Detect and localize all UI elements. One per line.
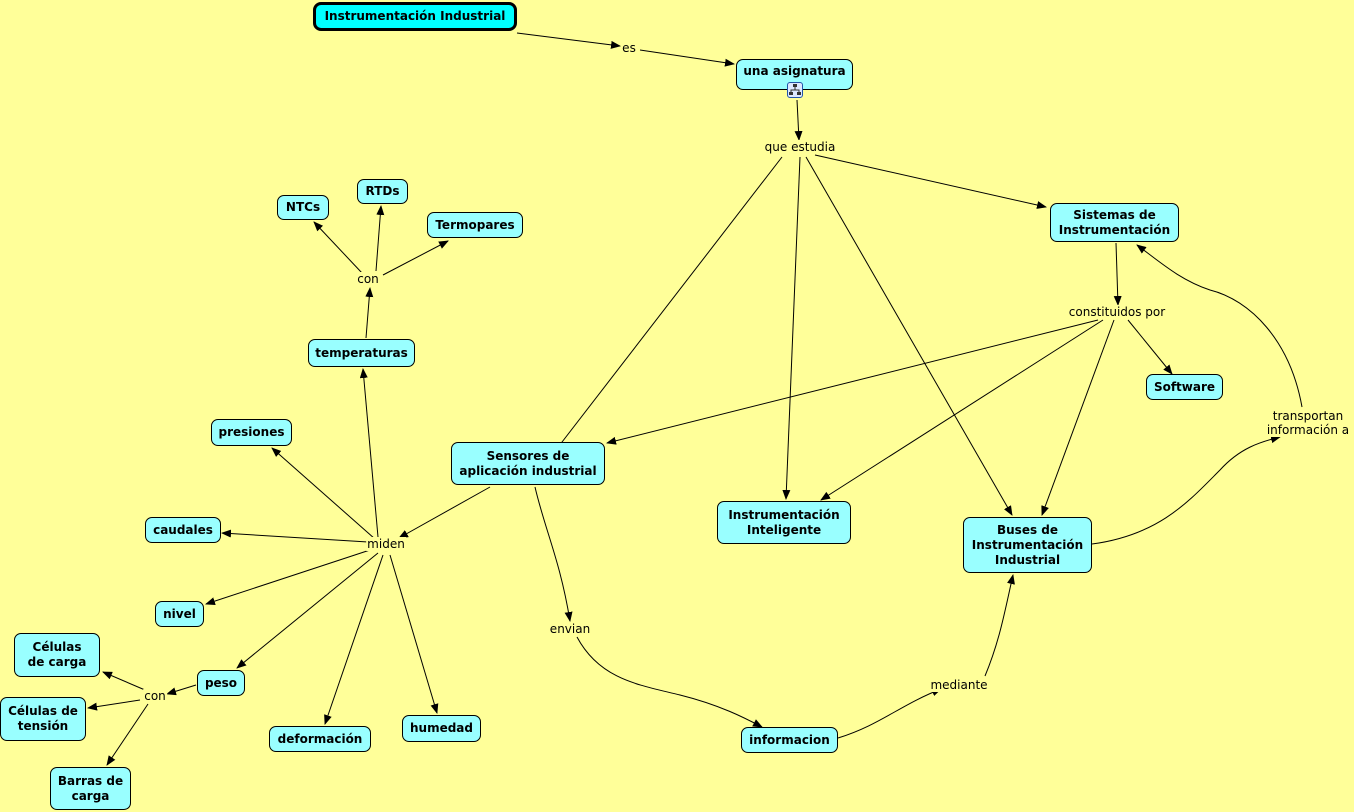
connection-line (516, 32, 621, 49)
connection-line (102, 671, 146, 691)
connection-line (365, 287, 374, 339)
connection-line (1127, 319, 1173, 375)
link-es[interactable]: es (621, 41, 637, 55)
concept-informacion[interactable]: informacion (741, 727, 838, 753)
concept-rtds[interactable]: RTDs (357, 179, 408, 204)
concept-software[interactable]: Software (1146, 374, 1223, 400)
concept-buses[interactable]: Buses de Instrumentación Industrial (963, 517, 1092, 573)
connection-line (389, 554, 439, 714)
connection-line (837, 688, 942, 739)
connection-line (205, 549, 371, 605)
connection-line (313, 221, 363, 274)
concept-peso[interactable]: peso (197, 670, 245, 696)
connection-line (236, 552, 379, 669)
connection-line (87, 699, 141, 711)
concept-sensores[interactable]: Sensores de aplicación industrial (451, 442, 605, 485)
concept-celulas-tension[interactable]: Células de tensión (0, 697, 86, 741)
concept-caudales[interactable]: caudales (145, 517, 221, 543)
connection-line (324, 554, 384, 725)
connection-line (1136, 244, 1303, 408)
link-transportan[interactable]: transportan información a (1265, 409, 1351, 437)
connection-line (551, 156, 783, 456)
concept-humedad[interactable]: humedad (402, 715, 481, 742)
link-envian[interactable]: envian (548, 622, 592, 636)
connection-line (382, 240, 449, 276)
concept-presiones[interactable]: presiones (211, 419, 292, 446)
link-con-temperaturas[interactable]: con (356, 272, 380, 286)
connection-line (606, 319, 1099, 445)
concept-barras-carga[interactable]: Barras de carga (50, 767, 131, 810)
connection-line (1091, 435, 1281, 545)
connection-line (805, 156, 1013, 516)
link-con-peso[interactable]: con (143, 689, 167, 703)
concept-instrumentacion-inteligente[interactable]: Instrumentación Inteligente (717, 501, 851, 544)
connection-line (166, 684, 197, 696)
link-que-estudia[interactable]: que estudia (763, 140, 837, 154)
concept-sistemas-instrumentacion[interactable]: Sistemas de Instrumentación (1050, 203, 1179, 242)
connection-line (534, 486, 573, 622)
connection-line (794, 99, 803, 141)
concept-deformacion[interactable]: deformación (269, 726, 371, 752)
concept-map-link-icon[interactable] (787, 82, 803, 98)
connection-line (639, 49, 735, 67)
concept-termopares[interactable]: Termopares (427, 212, 523, 238)
connection-line (106, 703, 149, 766)
connection-line (820, 319, 1104, 501)
connection-line (398, 486, 491, 539)
link-miden[interactable]: miden (366, 537, 406, 551)
connection-line (375, 205, 385, 272)
connection-line (814, 154, 1047, 209)
connection-line (271, 447, 376, 540)
concept-celulas-carga[interactable]: Células de carga (14, 633, 100, 677)
concept-nivel[interactable]: nivel (155, 601, 204, 627)
connection-line (782, 156, 801, 500)
concept-ntcs[interactable]: NTCs (277, 195, 329, 220)
link-mediante[interactable]: mediante (929, 678, 989, 692)
connection-line (1113, 242, 1122, 306)
link-constituidos-por[interactable]: constituidos por (1067, 305, 1167, 319)
concept-temperaturas[interactable]: temperaturas (308, 339, 415, 367)
connection-line (359, 368, 379, 538)
connection-line (221, 529, 369, 543)
connection-line (576, 636, 763, 728)
concept-instrumentacion-industrial[interactable]: Instrumentación Industrial (313, 2, 517, 31)
connection-line (1041, 319, 1115, 516)
connection-line (984, 574, 1015, 677)
